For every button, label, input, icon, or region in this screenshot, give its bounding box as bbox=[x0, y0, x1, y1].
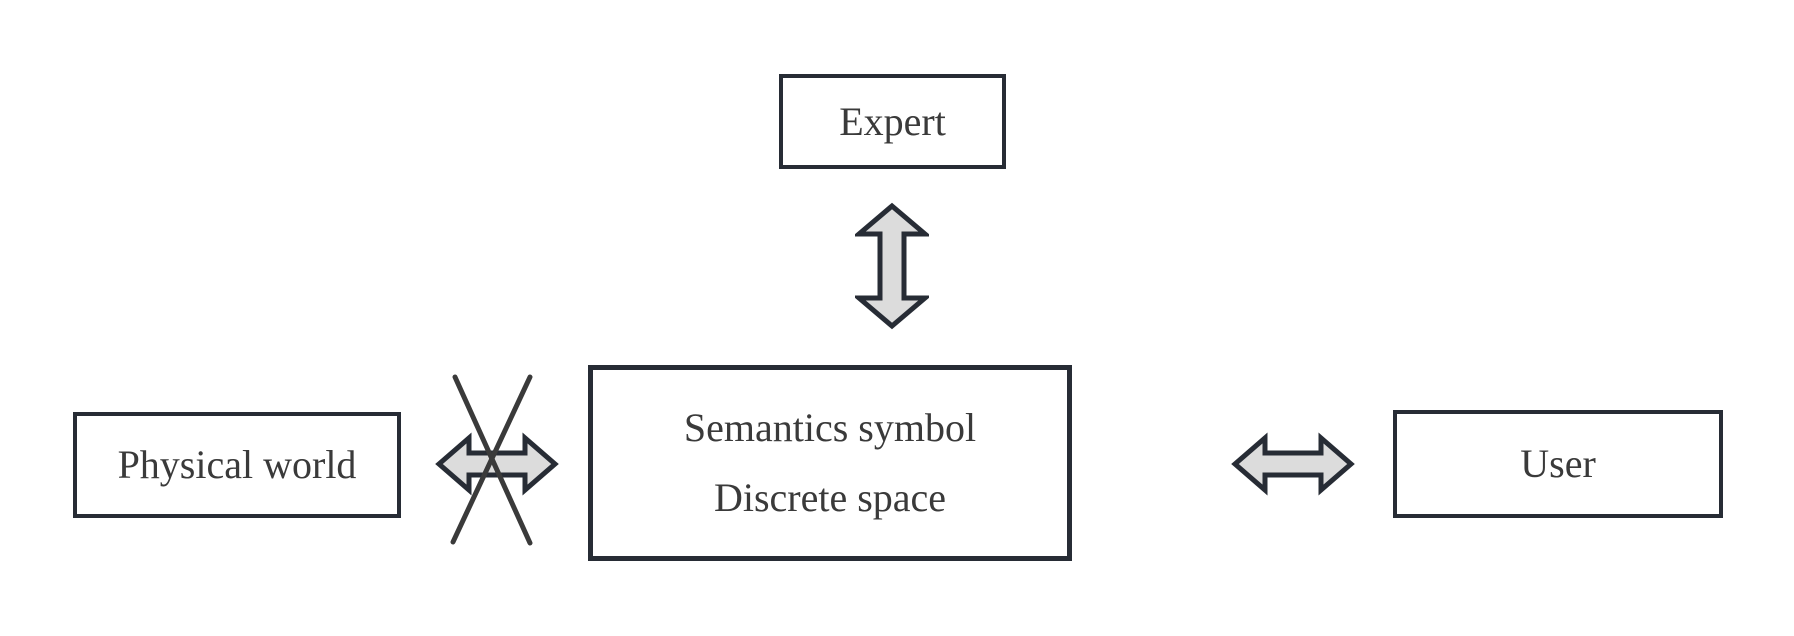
user-box: User bbox=[1393, 410, 1723, 518]
expert-box: Expert bbox=[779, 74, 1006, 169]
semantic-space-box: Semantics symbol Discrete space bbox=[588, 365, 1072, 561]
physical-world-box: Physical world bbox=[73, 412, 401, 518]
user-label: User bbox=[1520, 441, 1596, 486]
semantic-space-line2: Discrete space bbox=[713, 475, 947, 520]
blocked-double-arrow-horizontal-icon bbox=[435, 374, 559, 546]
physical-world-label: Physical world bbox=[117, 442, 357, 487]
double-arrow-vertical-icon bbox=[855, 202, 929, 330]
semantic-space-line1: Semantics symbol bbox=[683, 405, 977, 450]
cross-out-line-2 bbox=[450, 374, 533, 545]
double-arrow-horizontal-icon bbox=[1231, 432, 1355, 496]
expert-label: Expert bbox=[839, 98, 946, 144]
